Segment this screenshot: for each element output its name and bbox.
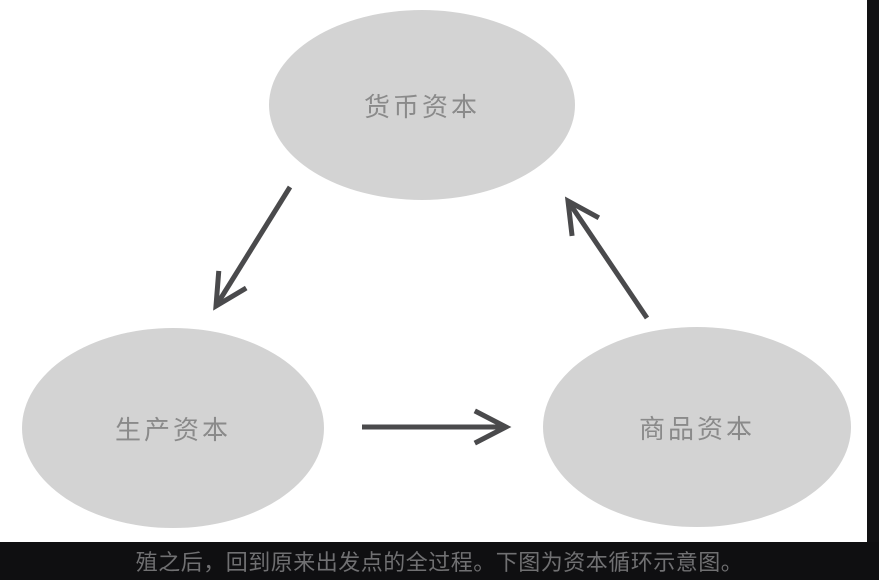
node-money-capital-label: 货币资本 [363,91,480,122]
node-commodity-capital: 商品资本 [543,327,851,527]
node-production-capital: 生产资本 [22,328,324,528]
node-money-capital: 货币资本 [269,10,575,200]
right-edge-strip [867,0,879,580]
arrow-commodity-to-money [564,196,650,320]
arrow-money-to-production [213,185,293,311]
caption-text: 殖之后，回到原来出发点的全过程。下图为资本循环示意图。 [135,550,744,575]
node-commodity-capital-label: 商品资本 [638,413,755,444]
node-production-capital-label: 生产资本 [114,414,231,445]
caption-bar: 殖之后，回到原来出发点的全过程。下图为资本循环示意图。 [0,542,879,580]
